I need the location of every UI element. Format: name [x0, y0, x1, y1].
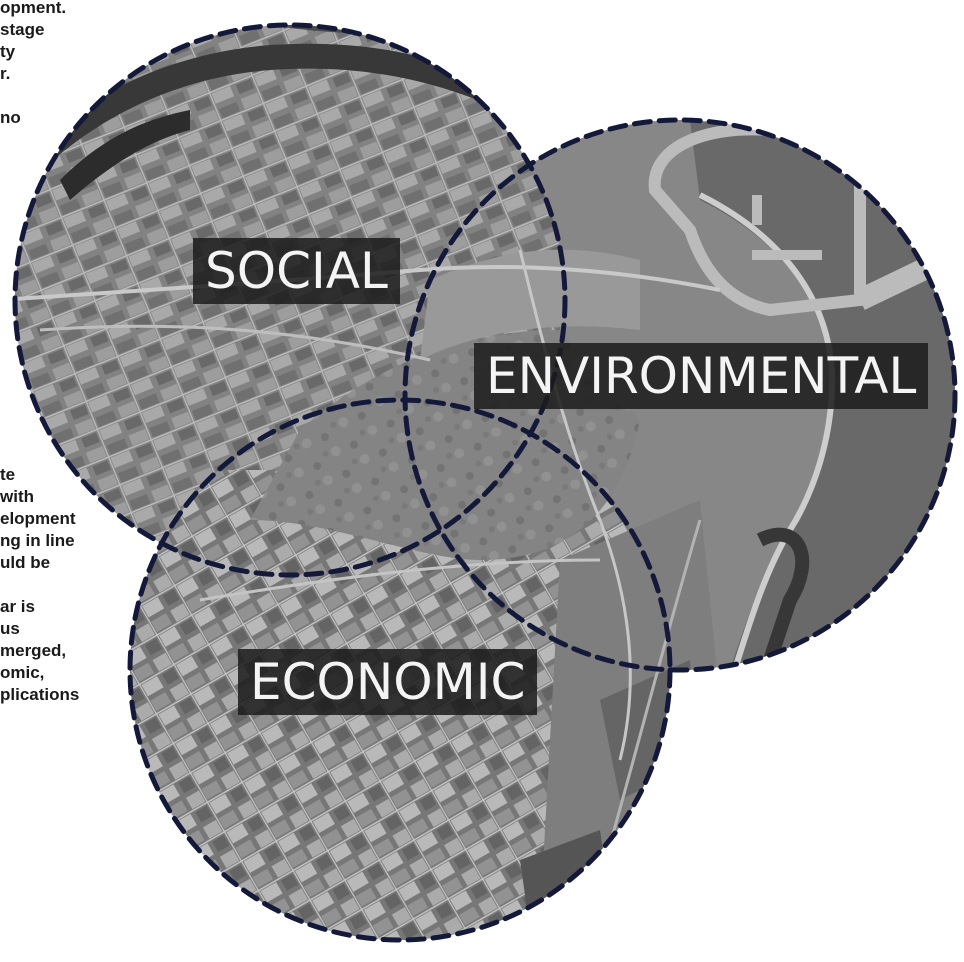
environmental-circle-outline	[402, 117, 958, 673]
paragraph-bottom-line: with	[0, 487, 34, 506]
paragraph-bottom-line: omic,	[0, 663, 45, 682]
economic-circle-outline	[127, 397, 673, 943]
cropped-paragraph-top: opment. stage ty r. no	[0, 0, 66, 129]
paragraph-gap	[0, 574, 79, 596]
paragraph-gap	[0, 85, 66, 107]
paragraph-bottom-line: uld be	[0, 553, 51, 572]
paragraph-bottom-line: ar is	[0, 597, 35, 616]
paragraph-bottom-line: ng in line	[0, 531, 75, 550]
paragraph-bottom-line: te	[0, 465, 16, 484]
social-label: SOCIAL	[193, 238, 400, 304]
environmental-label: ENVIRONMENTAL	[474, 343, 929, 409]
circle-outlines	[12, 22, 958, 943]
paragraph-top-line: ty	[0, 42, 16, 61]
paragraph-top-line: r.	[0, 64, 11, 83]
paragraph-bottom-line: merged,	[0, 641, 67, 660]
social-circle-outline	[12, 22, 568, 578]
paragraph-bottom-line: plications	[0, 685, 80, 704]
paragraph-top-line: no	[0, 108, 21, 127]
paragraph-top-line: opment.	[0, 0, 67, 17]
economic-label: ECONOMIC	[238, 649, 538, 715]
paragraph-bottom-line: elopment	[0, 509, 76, 528]
paragraph-top-line: stage	[0, 20, 45, 39]
cropped-paragraph-bottom: te with elopment ng in line uld be ar is…	[0, 464, 79, 706]
paragraph-bottom-line: us	[0, 619, 20, 638]
